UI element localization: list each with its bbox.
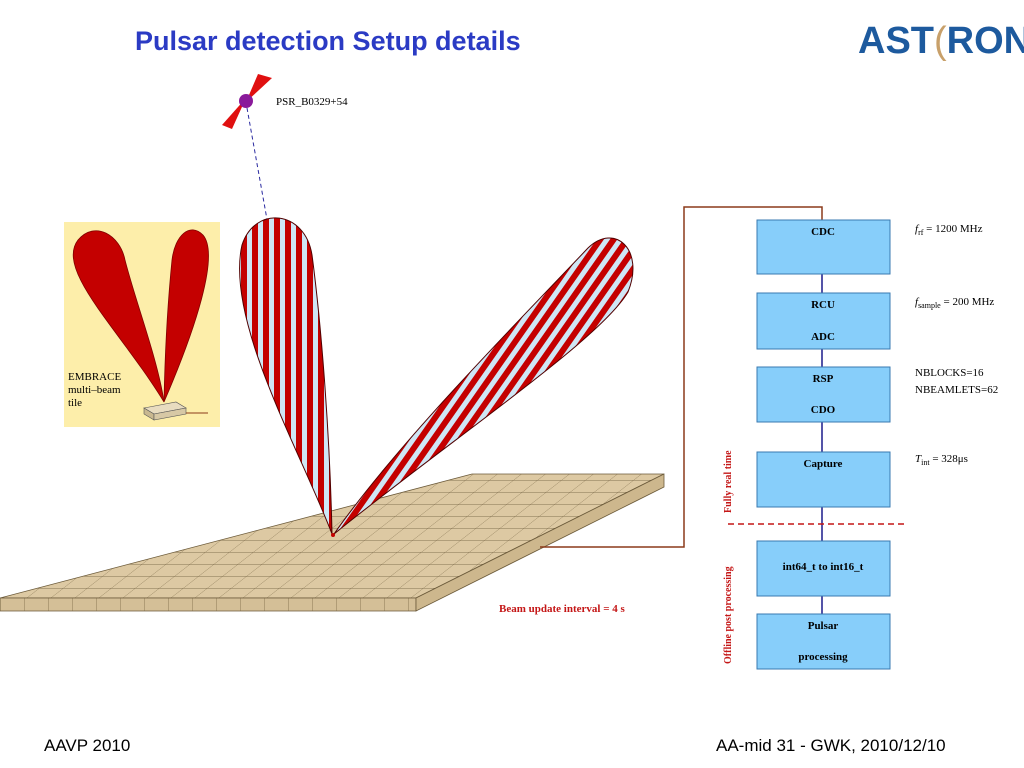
line-of-sight [246,107,269,226]
param-tint: Tint = 328μs [915,453,968,467]
svg-text:RCU: RCU [811,299,835,311]
pipeline-box-int-conversion: int64_t to int16_t [756,540,891,597]
inset-label-line1: EMBRACE [68,371,121,383]
footer-left: AAVP 2010 [44,736,131,755]
svg-text:Pulsar: Pulsar [808,620,839,632]
pipeline-box-pulsar-processing: Pulsar processing [756,613,891,670]
realtime-label: Fully real time [723,450,734,513]
svg-text:int64_t to int16_t: int64_t to int16_t [783,561,864,573]
param-frf: frf = 1200 MHz [915,223,983,237]
main-beams [239,217,634,537]
inset-beam-left [72,230,165,403]
beam-update-label: Beam update interval = 4 s [499,603,625,615]
pipeline-box-rsp-cdo: RSP CDO [756,366,891,423]
astron-logo: AST(RON [858,20,1024,62]
pulsar-star-icon [239,94,253,108]
svg-text:RSP: RSP [813,373,834,385]
pulsar-label: PSR_B0329+54 [276,96,348,108]
pipeline-box-capture: Capture [756,451,891,508]
inset-label-line3: tile [68,397,82,409]
param-nbeamlets: NBEAMLETS=62 [915,384,998,396]
pipeline-box-cdc: CDC [756,219,891,275]
svg-text:processing: processing [798,651,848,663]
param-fsample: fsample = 200 MHz [915,296,994,310]
tile-array [0,473,665,612]
svg-text:Capture: Capture [804,458,843,470]
beam-tilted [333,237,634,535]
offline-label: Offline post processing [723,566,734,664]
embrace-inset: EMBRACE multi–beam tile [64,222,220,427]
inset-beam-right [163,229,209,403]
slide-title: Pulsar detection Setup details [135,26,521,56]
beam-vertical [239,217,333,535]
svg-text:CDO: CDO [811,404,836,416]
svg-text:ADC: ADC [811,331,835,343]
param-nblocks: NBLOCKS=16 [915,367,984,379]
svg-text:CDC: CDC [811,226,835,238]
pipeline-box-rcu-adc: RCU ADC [756,292,891,350]
pulsar-source: PSR_B0329+54 [222,74,348,226]
footer-right: AA-mid 31 - GWK, 2010/12/10 [716,736,946,755]
inset-label-line2: multi–beam [68,384,121,396]
tile-to-cdc-connector [540,206,823,548]
pulsar-beam-icon [222,98,246,129]
